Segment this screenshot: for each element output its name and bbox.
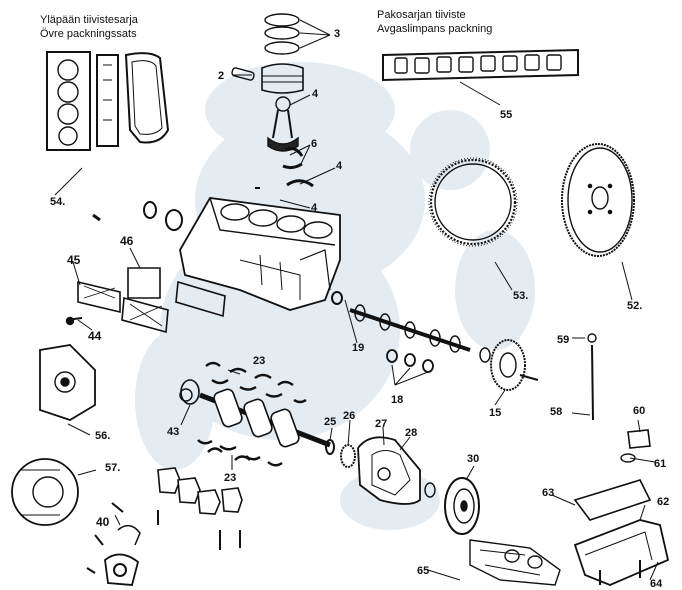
leader-lines [54,19,659,581]
stud-44 [65,316,83,326]
callout-62: 62 [657,496,670,508]
camshaft-19 [331,291,471,353]
callout-25: 25 [324,416,337,428]
callout-43: 43 [167,426,180,438]
callout-59: 59 [557,334,570,346]
callout-55: 55 [500,109,513,121]
lower-gasket-set-65 [469,539,561,586]
callout-44: 44 [88,329,102,343]
dipstick-58 [587,333,597,421]
callout-4: 4 [312,88,319,100]
bolts-40 [86,502,241,586]
engine-block [179,197,341,311]
callout-61: 61 [654,458,667,470]
intake-gasket-46 [127,267,226,318]
exhaust-gasket-label-sv: Avgaslimpans packning [377,23,493,35]
block-seals [92,201,183,231]
callout-28: 28 [405,427,418,439]
callout-27: 27 [375,418,388,430]
callout-4: 4 [311,202,318,214]
crankshaft-43 [179,379,331,448]
exhaust-gasket-55 [382,48,579,82]
callout-52: 52. [627,300,643,312]
piston-rings-3 [264,13,300,55]
callout-23: 23 [253,355,266,367]
flywheel-housing-57 [11,458,79,526]
top-gasket-label-sv: Övre packningssats [40,28,137,40]
main-bearings-23-lower [197,439,283,467]
oil-pan-gasket-63 [573,479,652,521]
callout-46: 46 [120,234,134,248]
callout-4: 4 [336,160,343,172]
timing-cover-27 [357,436,436,505]
callout-19: 19 [352,342,365,354]
harmonic-balancer-30 [444,477,480,535]
callout-18: 18 [391,394,404,406]
flywheel-52 [561,143,635,257]
top-gasket-label-fi: Yläpään tiivistesarja [40,14,138,26]
callout-40: 40 [96,515,110,529]
callout-26: 26 [343,410,356,422]
callout-15: 15 [489,407,502,419]
piston-2 [231,63,304,94]
callout-2: 2 [218,70,225,82]
oil-pan-62 [573,519,670,586]
cam-bearings-18 [386,349,434,373]
callout-60: 60 [633,405,646,417]
adapter-plate-56 [39,344,96,421]
callout-23: 23 [224,472,237,484]
callout-6: 6 [311,138,318,150]
head-gasket-set-54 [46,51,170,151]
callout-30: 30 [467,453,480,465]
oil-pump-60 [620,429,651,463]
cam-gear-15 [479,339,539,391]
bearing-caps [157,467,243,515]
callout-58: 58 [550,406,563,418]
callout-54: 54. [50,196,66,208]
ring-gear-teeth [428,157,518,247]
callout-64: 64 [650,578,663,590]
callout-65: 65 [417,565,430,577]
ring-gear-53 [429,158,517,246]
callout-57: 57. [105,462,121,474]
intake-gasket-45 [77,280,169,334]
callout-63: 63 [542,487,555,499]
callout-56: 56. [95,430,111,442]
callout-53: 53. [513,290,529,302]
callout-45: 45 [67,253,81,267]
callout-3: 3 [334,28,341,40]
exhaust-gasket-label-fi: Pakosarjan tiiviste [377,9,466,21]
